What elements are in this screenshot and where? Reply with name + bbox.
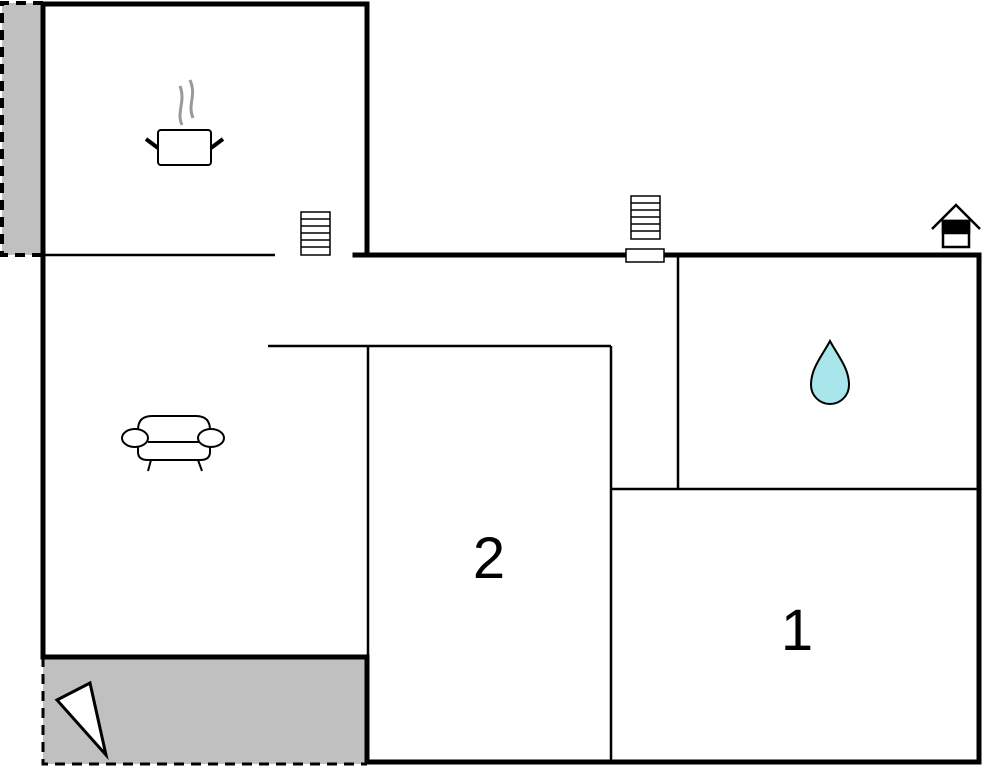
compass-triangle-icon: [54, 680, 109, 761]
stairs-icon: [300, 211, 331, 256]
room-label-2: 2: [473, 526, 505, 591]
terrace-left: [0, 1, 43, 257]
room-label-1: 1: [781, 598, 813, 663]
well-house-icon: [931, 203, 981, 249]
sofa-icon: [121, 415, 225, 472]
kitchen-pot-icon: [144, 79, 225, 166]
window: [625, 248, 665, 263]
interior-walls: [43, 253, 979, 762]
exterior-walls: [40, 1, 982, 765]
stairs-icon: [630, 195, 661, 240]
water-drop-icon: [809, 338, 851, 405]
